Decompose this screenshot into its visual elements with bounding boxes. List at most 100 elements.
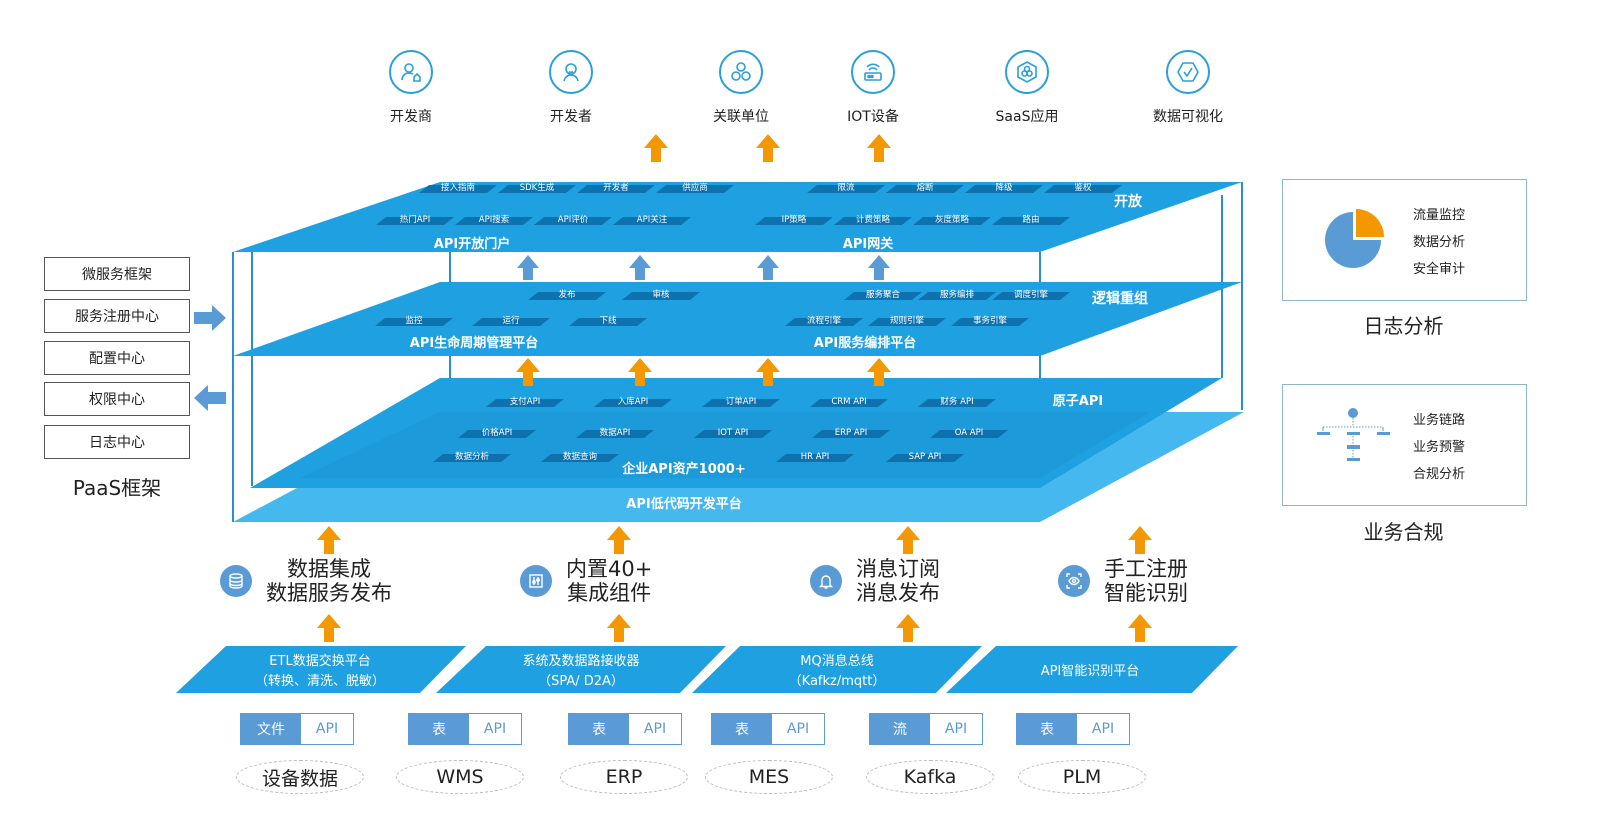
layer-tag: 数据API	[600, 427, 630, 438]
arrow-up-icon	[607, 526, 631, 554]
feature-registration: 手工注册智能识别	[1058, 557, 1188, 605]
tag-shape	[458, 430, 536, 438]
tag-shape	[992, 217, 1070, 225]
consumer-label: 开发商	[390, 109, 432, 125]
layer-tag: API关注	[637, 214, 668, 225]
layer-tag: 入库API	[618, 396, 648, 407]
tag-shape	[702, 399, 780, 407]
layer-tag: SDK生成	[520, 182, 555, 193]
portal-title: API开放门户	[434, 236, 510, 252]
layer-tag: 鉴权	[1074, 182, 1092, 193]
arrow-up-icon	[896, 526, 920, 554]
tag-shape	[951, 318, 1029, 326]
platform-line1: 系统及数据路接收器	[522, 653, 639, 669]
layer-tag: 数据分析	[455, 451, 490, 462]
source-api: API	[1091, 721, 1115, 737]
tag-shape	[785, 318, 863, 326]
layer-tag: 熔断	[916, 182, 934, 193]
layer-tag: 财务 API	[940, 396, 973, 407]
feature-line2: 智能识别	[1104, 581, 1188, 605]
arrow-up-icon	[629, 255, 651, 280]
tag-shape	[918, 292, 996, 300]
platform-line1: API智能识别平台	[1041, 664, 1140, 679]
layer-tag: 规则引擎	[890, 315, 925, 326]
source-api: API	[483, 721, 507, 737]
feature-line1: 消息订阅	[856, 557, 940, 581]
paas-title: PaaS框架	[72, 476, 162, 500]
paas-item-log: 日志中心	[44, 425, 190, 459]
tag-shape	[810, 399, 888, 407]
layer-tag: 发布	[558, 289, 575, 300]
layer-atomic-label: 原子API	[1053, 394, 1103, 409]
consumer-data-visualization: 数据可视化	[1128, 50, 1248, 126]
arrow-up-icon	[867, 134, 891, 162]
tag-shape	[834, 217, 912, 225]
pie-chart-icon	[1325, 209, 1384, 268]
log-analysis-title: 日志分析	[1363, 314, 1444, 338]
platform-receiver	[436, 646, 726, 693]
tag-shape	[613, 217, 691, 225]
tag-shape	[376, 217, 454, 225]
tag-shape	[541, 454, 619, 462]
layer-tag: IP策略	[782, 214, 807, 225]
layer-tag: 限流	[837, 182, 855, 193]
consumer-affiliates: 关联单位	[681, 50, 801, 126]
paas-item-registry: 服务注册中心	[44, 299, 190, 333]
tag-shape	[913, 217, 991, 225]
source-name: Kafka	[866, 760, 994, 794]
tag-shape	[776, 454, 854, 462]
affiliates-icon	[719, 50, 763, 94]
source-name: PLM	[1018, 760, 1146, 794]
platform-line2: （转换、清洗、脱敏）	[255, 674, 385, 689]
layer-logic-label: 逻辑重组	[1092, 290, 1148, 307]
arrow-up-icon	[757, 255, 779, 280]
feature-line1: 内置40+	[566, 557, 653, 581]
log-item: 流量监控	[1413, 208, 1466, 223]
feature-messaging: 消息订阅消息发布	[810, 557, 940, 605]
arrow-up-icon	[317, 526, 341, 554]
layer-tag: 订单API	[726, 396, 756, 407]
platform-line2: （SPA/ D2A）	[538, 674, 624, 689]
consumer-iot: IOT设备	[813, 50, 933, 126]
platform-line1: MQ消息总线	[800, 653, 873, 669]
source-name: ERP	[560, 760, 688, 794]
platform-line1: ETL数据交换平台	[269, 653, 370, 669]
arrow-up-icon	[607, 614, 631, 642]
layer-tag: 服务聚合	[866, 289, 901, 300]
layer-tag: HR API	[801, 452, 829, 462]
layer-tag: SAP API	[909, 452, 942, 462]
source-type: 表	[569, 714, 629, 744]
arrow-up-icon	[1128, 526, 1152, 554]
developer-company-icon	[389, 50, 433, 94]
eye-scan-icon	[1058, 565, 1090, 597]
consumer-developer-company: 开发商	[351, 50, 471, 126]
tag-shape	[455, 217, 533, 225]
log-analysis-panel: 流量监控 数据分析 安全审计	[1282, 179, 1527, 301]
arrow-up-icon	[896, 614, 920, 642]
iot-router-icon	[851, 50, 895, 94]
tag-shape	[886, 454, 964, 462]
tag-shape	[472, 318, 550, 326]
arrow-up-icon	[868, 255, 890, 280]
feature-line2: 消息发布	[856, 581, 940, 605]
saas-hexagon-icon	[1005, 50, 1049, 94]
gateway-title: API网关	[843, 236, 893, 252]
layer-open-label: 开放	[1114, 193, 1143, 210]
atomic-title: 企业API资产1000+	[621, 461, 746, 477]
tag-shape	[375, 318, 453, 326]
tag-shape	[569, 318, 647, 326]
arrow-up-icon	[317, 614, 341, 642]
paas-item-config: 配置中心	[44, 341, 190, 375]
tag-shape	[812, 430, 890, 438]
arrow-up-icon	[1128, 614, 1152, 642]
compliance-item: 合规分析	[1413, 467, 1466, 482]
orchestration-title: API服务编排平台	[814, 335, 916, 351]
layer-tag: 运行	[502, 315, 520, 326]
arrow-up-icon	[644, 134, 668, 162]
layer-tag: OA API	[955, 428, 984, 438]
